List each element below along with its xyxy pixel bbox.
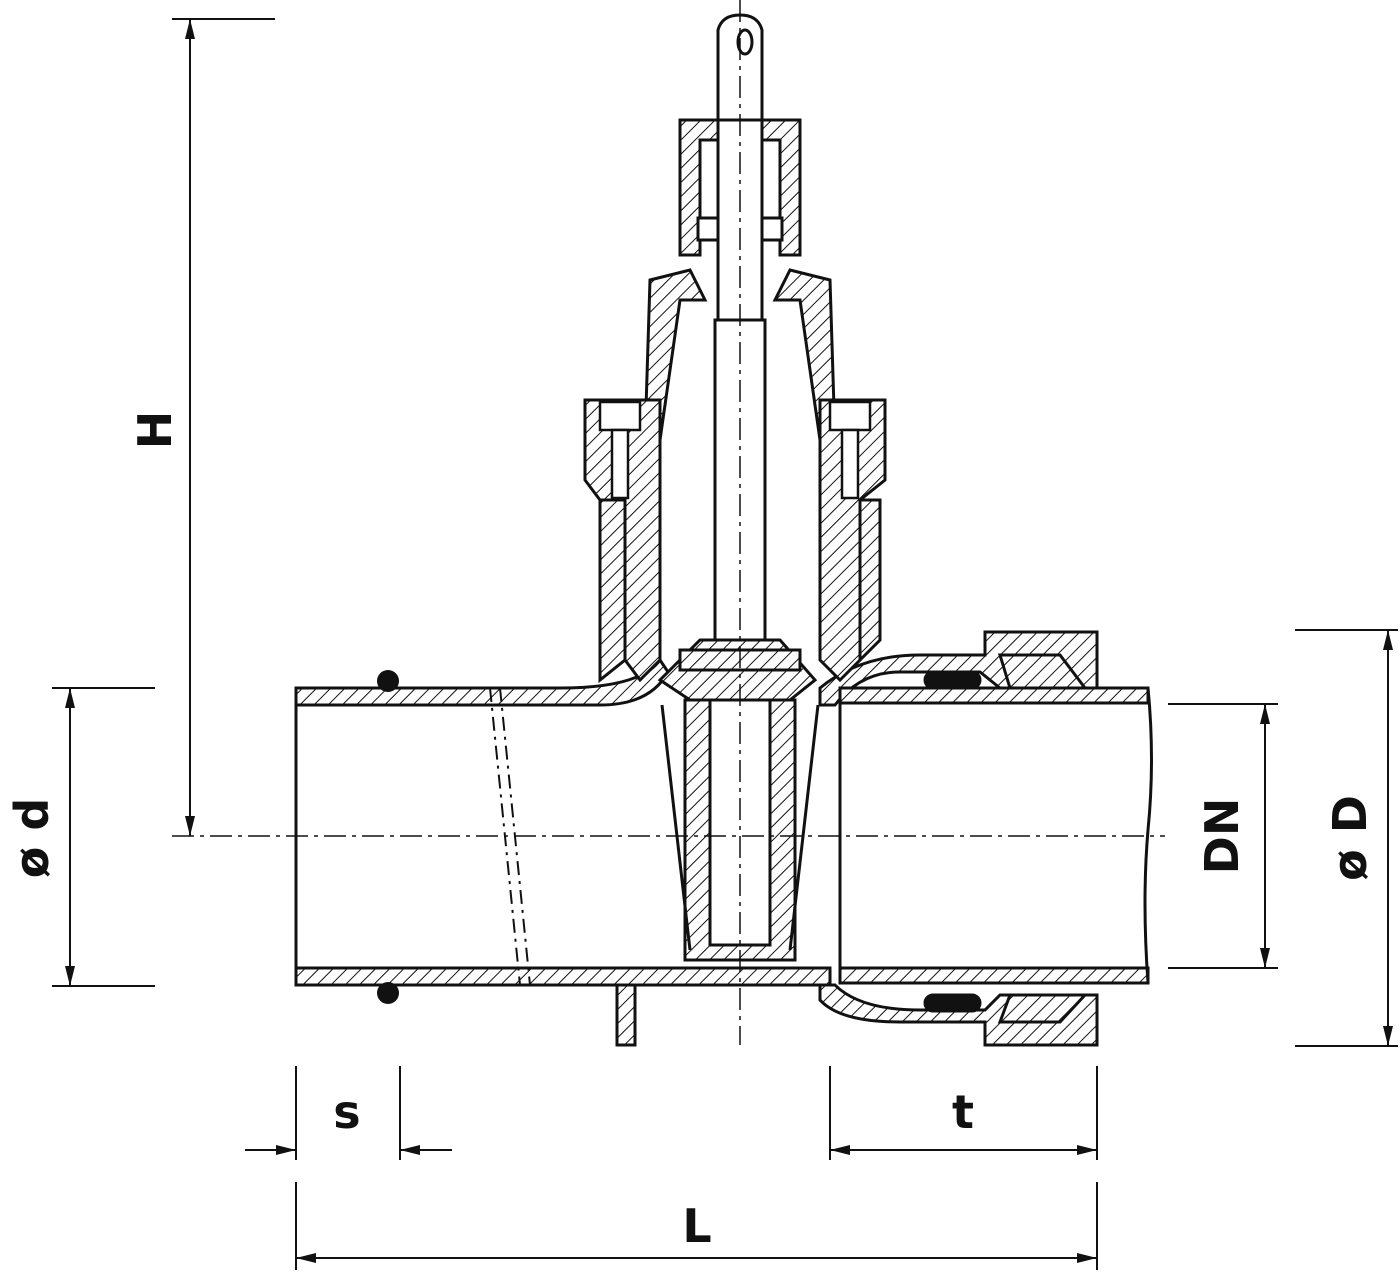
bonnet-bolts [598,400,872,500]
spigot-top-wall [294,657,670,707]
label-socket-diameter: ø D [1323,795,1377,881]
label-outer-diameter: ø d [5,798,59,879]
label-height: H [128,411,182,450]
o-ring-top [377,670,399,692]
gate-wedge [657,638,820,962]
body-foot [615,983,637,1047]
label-overall-length: L [682,1199,711,1253]
center-lines [172,0,1165,1045]
socket-gasket [923,653,1089,1024]
spigot-bottom-wall [294,966,832,987]
dimension-lines [52,18,1398,1270]
label-nominal-diameter: DN [1195,798,1249,875]
bonnet [583,118,887,684]
label-spigot-length: s [333,1085,360,1139]
label-socket-depth: t [952,1085,974,1139]
o-ring-bottom [377,982,399,1004]
